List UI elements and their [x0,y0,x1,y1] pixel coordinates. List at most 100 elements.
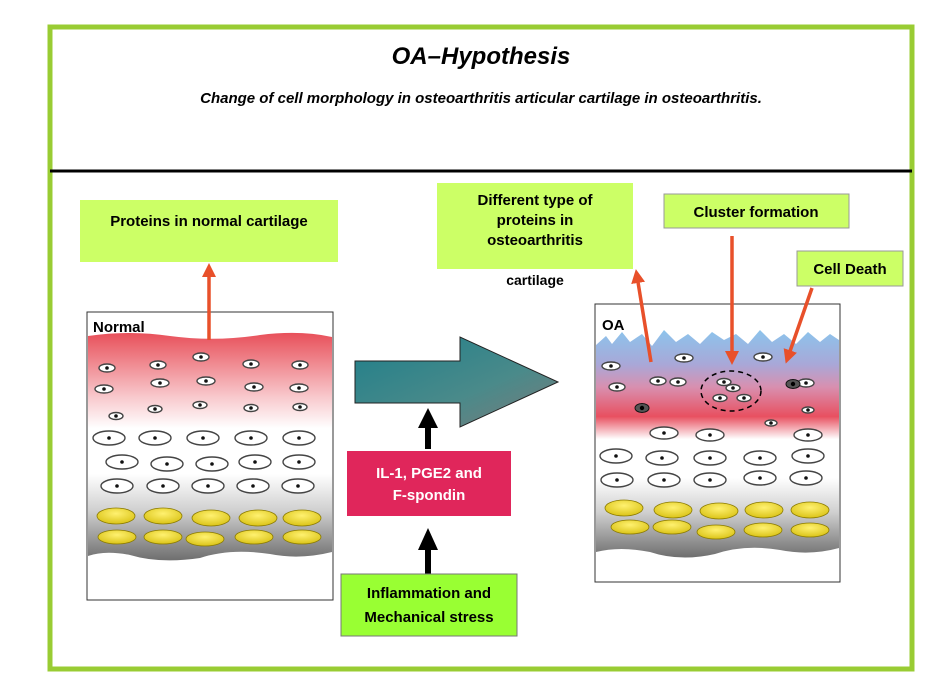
oa-protein-box [437,183,633,269]
cell-nucleus [806,454,810,458]
hypertrophic-cell [652,519,692,535]
cell-nucleus [153,436,157,440]
cell-nucleus [662,431,666,435]
diagram-subtitle: Change of cell morphology in osteoarthri… [200,90,762,107]
hypertrophic-cell [696,524,736,540]
cell-nucleus [249,362,253,366]
cell-nucleus [204,379,208,383]
hypertrophic-cell [143,529,183,545]
hypertrophic-cell [234,529,274,545]
cell-nucleus [676,380,680,384]
cell-nucleus [297,436,301,440]
oa-protein-label-line1: Different type of [477,192,593,209]
cell-nucleus [742,396,746,400]
cell-nucleus [298,363,302,367]
cause-label-line1: Inflammation and [367,585,491,602]
cluster-formation-label: Cluster formation [693,204,818,221]
cluster-formation-box [663,193,850,229]
cell-nucleus [120,460,124,464]
cause-label-line2: Mechanical stress [364,609,493,626]
cell-nucleus [298,405,302,409]
normal-cells [92,352,322,547]
oa-protein-label-line2: proteins in [497,212,574,229]
cell-nucleus [731,386,735,390]
hypertrophic-cell [282,509,322,527]
cell-nucleus [297,460,301,464]
hypertrophic-cell [744,501,784,519]
cell-nucleus [758,456,762,460]
cell-nucleus [107,436,111,440]
oa-protein-label-line3: osteoarthritis [487,232,583,249]
cell-nucleus [161,484,165,488]
cell-nucleus [806,433,810,437]
cell-nucleus [708,456,712,460]
hypertrophic-cell [185,531,225,547]
normal-protein-box [80,200,338,262]
cause-box [340,573,518,637]
normal-panel-label: Normal [93,319,145,336]
cell-nucleus [199,355,203,359]
cell-nucleus [158,381,162,385]
hypertrophic-cell [604,499,644,517]
cell-nucleus [682,356,686,360]
cause-up-arrow-head [418,528,438,550]
oa-cells [599,352,830,540]
cell-nucleus [253,460,257,464]
cell-nucleus [804,476,808,480]
cell-nucleus [102,387,106,391]
transition-arrow [354,336,560,428]
cell-nucleus [198,403,202,407]
cell-nucleus [156,363,160,367]
cell-nucleus [708,478,712,482]
cell-death-box [796,250,904,287]
hypertrophic-cell [96,507,136,525]
cell-nucleus [296,484,300,488]
cell-nucleus [804,381,808,385]
hypertrophic-cell [699,502,739,520]
cell-nucleus [297,386,301,390]
cell-nucleus [656,379,660,383]
hypertrophic-cell [610,519,650,535]
cell-nucleus [769,421,773,425]
oa-protein-arrow [631,269,653,363]
hypertrophic-cell [790,522,830,538]
mediator-up-arrow-head [418,408,438,428]
hypertrophic-cell [238,509,278,527]
cell-nucleus [153,407,157,411]
cell-nucleus [115,484,119,488]
cell-nucleus [206,484,210,488]
hypertrophic-cell [143,507,183,525]
cell-nucleus [761,355,765,359]
cell-nucleus [660,456,664,460]
normal-cartilage-tissue [88,332,332,561]
oa-cartilage-tissue [596,330,839,558]
diagram-title: OA–Hypothesis [392,43,571,70]
cell-nucleus [201,436,205,440]
cell-nucleus [210,462,214,466]
cell-nucleus [251,484,255,488]
mediator-box [347,451,511,516]
cell-nucleus [615,478,619,482]
cell-nucleus [609,364,613,368]
cell-nucleus [639,405,645,411]
cell-nucleus [114,414,118,418]
cell-death-label: Cell Death [813,261,886,278]
oa-protein-label-line4: cartilage [506,272,564,288]
hypertrophic-cell [97,529,137,545]
cluster-outline [700,370,762,412]
cell-nucleus [165,462,169,466]
hypertrophic-cell [191,509,231,527]
cell-nucleus [662,478,666,482]
hypertrophic-cell [282,529,322,545]
cell-nucleus [718,396,722,400]
cell-nucleus [614,454,618,458]
normal-protein-label: Proteins in normal cartilage [110,213,308,230]
cell-nucleus [105,366,109,370]
hypertrophic-cell [790,501,830,519]
cell-nucleus [249,406,253,410]
hypertrophic-cell [653,501,693,519]
cell-nucleus [790,381,796,387]
oa-panel-label: OA [602,317,625,334]
cell-death-arrow [783,287,814,364]
